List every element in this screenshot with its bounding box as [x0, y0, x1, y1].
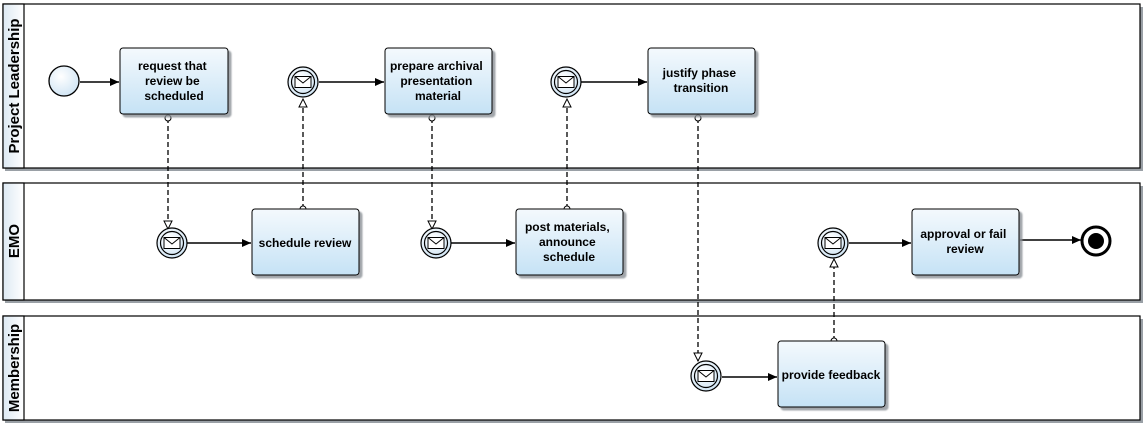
task-label-line: presentation: [400, 74, 472, 88]
task-justify-phase[interactable]: justify phase transition: [647, 47, 756, 115]
end-event[interactable]: [1080, 225, 1112, 257]
message-event-emo-2[interactable]: [420, 227, 452, 259]
task-label-line: post materials,: [525, 220, 610, 234]
task-schedule-review[interactable]: schedule review: [251, 208, 360, 276]
sequence-flows: [80, 78, 1081, 381]
task-label-line: transition: [674, 81, 729, 95]
task-label-line: material: [415, 89, 461, 103]
message-event-emo-1[interactable]: [156, 227, 188, 259]
task-label-line: announce: [539, 235, 596, 249]
task-post-materials[interactable]: post materials, announce schedule: [515, 208, 624, 276]
task-label-line: approval or fail: [920, 227, 1006, 241]
svg-text:provide feedback: provide feedback: [782, 368, 881, 382]
task-label-line: scheduled: [144, 89, 203, 103]
message-event-leadership-2[interactable]: [550, 66, 582, 98]
svg-text:schedule review: schedule review: [259, 236, 352, 250]
lane-membership: Membership: [2, 315, 1143, 423]
task-prepare-archival[interactable]: prepare archival presentation material: [384, 47, 493, 115]
message-event-leadership-1[interactable]: [287, 66, 319, 98]
task-label-line: schedule: [543, 250, 595, 264]
task-provide-feedback[interactable]: provide feedback: [777, 340, 886, 408]
message-event-membership[interactable]: [690, 360, 722, 392]
task-label-line: justify phase: [662, 66, 737, 80]
task-label-line: schedule review: [259, 236, 352, 250]
task-label-line: provide feedback: [782, 368, 881, 382]
svg-text:justify phase transition: justify phase transition: [662, 66, 740, 95]
task-request-review[interactable]: request that review be scheduled: [119, 47, 229, 115]
message-flows: [168, 99, 834, 361]
svg-text:approval or fail review: approval or fail review: [920, 227, 1009, 256]
lane-label-membership: Membership: [6, 324, 23, 412]
envelope-icon: [163, 237, 181, 249]
task-label-line: request that: [138, 59, 207, 73]
envelope-icon: [697, 370, 715, 382]
message-event-emo-3[interactable]: [817, 227, 849, 259]
svg-text:post materials, announce: post materials, announce schedule: [525, 220, 613, 264]
svg-text:prepare archival present: prepare archival presentation material: [390, 59, 486, 103]
envelope-icon: [427, 237, 445, 249]
start-event[interactable]: [48, 65, 80, 97]
task-label-line: prepare archival: [390, 59, 483, 73]
lane-label-project-leadership: Project Leadership: [6, 18, 23, 153]
lane-label-emo: EMO: [6, 224, 23, 259]
envelope-icon: [824, 237, 842, 249]
task-approval-or-fail[interactable]: approval or fail review: [911, 208, 1020, 276]
task-label-line: review be: [145, 74, 200, 88]
envelope-icon: [294, 76, 312, 88]
task-label-line: review: [946, 242, 984, 256]
envelope-icon: [557, 76, 575, 88]
svg-text:request that review be: request that review be scheduled: [138, 59, 210, 103]
